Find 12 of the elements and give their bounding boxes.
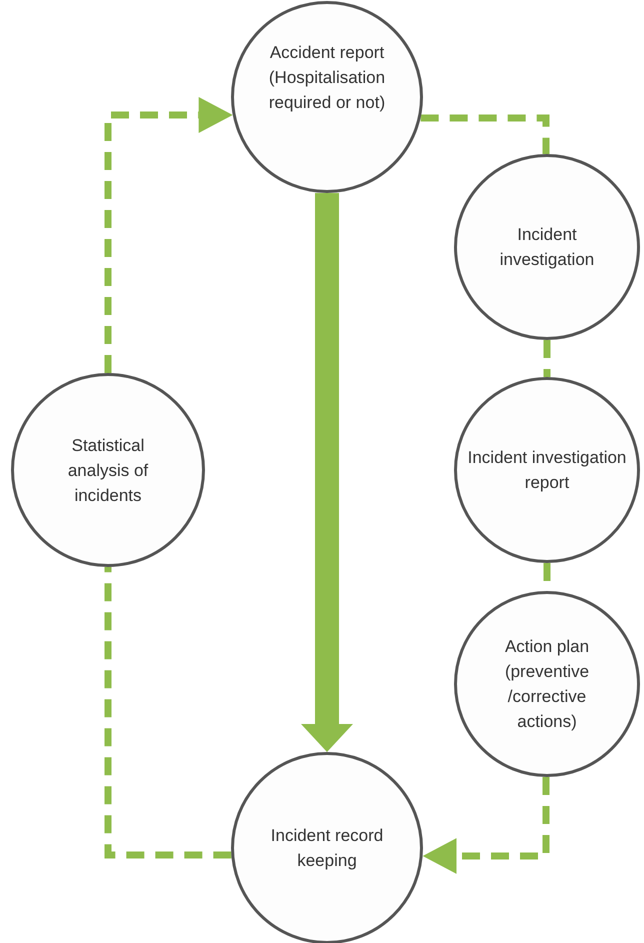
dashed-connector [104, 567, 232, 858]
node-label: Statistical analysis of incidents [66, 434, 150, 506]
node-label: Action plan (preventive /corrective actions) [504, 636, 590, 733]
dashed-arrow [104, 97, 233, 373]
thick-arrow [301, 193, 353, 752]
node-label: Incident investigation [498, 224, 596, 271]
node-label: Incident investigation report [466, 447, 628, 494]
dashed-arrow [422, 777, 550, 874]
dashed-connector [544, 340, 550, 377]
node-label: Incident record keeping [270, 825, 384, 872]
dashed-connector [420, 114, 550, 154]
node-label: Accident report (Hospitalisation required or not) [268, 42, 386, 114]
